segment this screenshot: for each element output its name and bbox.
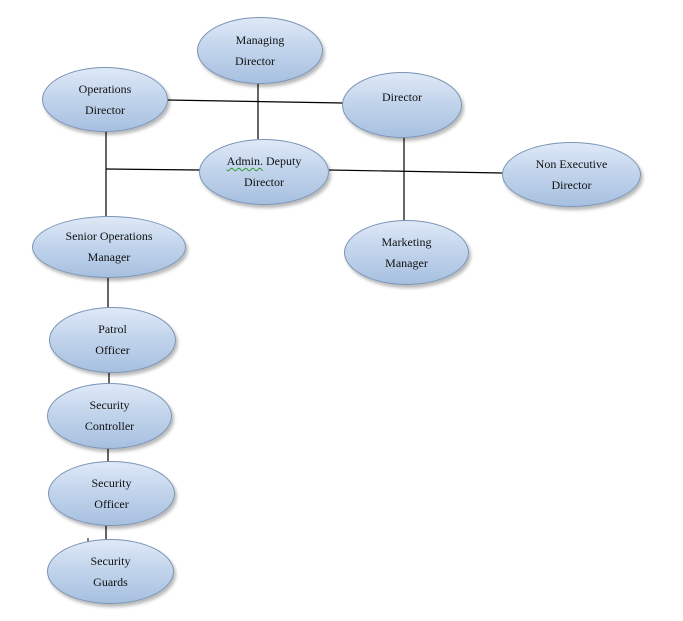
node-admin-deputy-director[interactable]: Admin. Deputy Director	[199, 139, 329, 205]
node-security-guards[interactable]: Security Guards	[47, 539, 174, 604]
connector-operations-to-director	[166, 99, 344, 104]
node-label-line-2: Director	[235, 53, 275, 68]
connector-admin-to-non-executive	[328, 169, 503, 174]
node-senior-operations-manager[interactable]: Senior Operations Manager	[32, 216, 186, 278]
node-label-line-1: Admin. Deputy	[221, 151, 308, 172]
node-non-executive-director[interactable]: Non Executive Director	[502, 142, 641, 207]
node-label-line-1: Security	[91, 475, 132, 490]
connector-ops-branch-to-admin	[105, 168, 201, 171]
node-label-line-1: Operations	[78, 81, 132, 96]
node-marketing-manager[interactable]: Marketing Manager	[344, 220, 469, 285]
node-label-line-2: Manager	[87, 250, 131, 264]
node-label-line-2: Officer	[95, 343, 130, 357]
node-label-line-2: Director	[551, 177, 592, 192]
node-label-line-1: Non Executive	[535, 156, 608, 171]
node-label-line-1: Security	[90, 553, 131, 568]
node-operations-director[interactable]: Operations Director	[42, 67, 168, 132]
node-label-line-2: Director	[244, 175, 284, 189]
node-label-line-2: Manager	[385, 255, 428, 270]
spellcheck-marked-word: Admin.	[226, 154, 263, 168]
node-label-line-1-rest: Deputy	[263, 154, 302, 168]
node-label-line-1: Director	[382, 89, 422, 104]
node-managing-director[interactable]: Managing Director	[197, 17, 323, 84]
node-label-line-1: Managing	[235, 32, 285, 47]
node-label-line-1: Marketing	[381, 234, 432, 249]
node-label-line-2: Director	[85, 102, 125, 117]
node-patrol-officer[interactable]: Patrol Officer	[49, 307, 176, 373]
node-label-line-2: Controller	[84, 419, 135, 433]
node-label-line-2: Guards	[93, 574, 128, 589]
node-director[interactable]: Director	[342, 72, 462, 138]
node-label-line-1: Patrol	[98, 322, 127, 336]
node-label-line-1: Security	[89, 398, 130, 412]
node-label-line-2: Officer	[94, 496, 129, 511]
node-label-line-1: Senior Operations	[65, 229, 153, 243]
node-security-controller[interactable]: Security Controller	[47, 383, 172, 449]
node-security-officer[interactable]: Security Officer	[48, 461, 175, 526]
